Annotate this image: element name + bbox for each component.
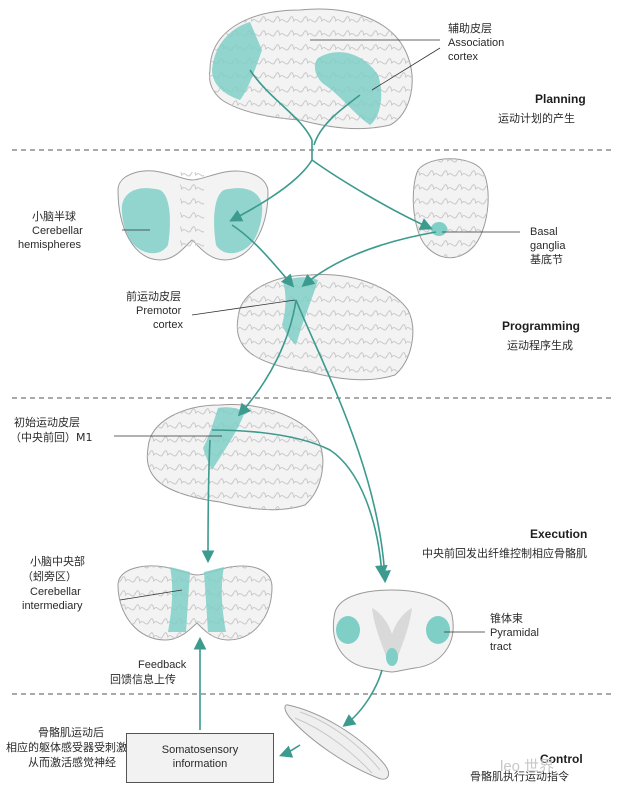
label-pyramidal-cn: 锥体束 <box>490 612 523 625</box>
label-intermediary-en2: intermediary <box>22 600 83 612</box>
label-intermediary-en1: Cerebellar <box>30 586 81 598</box>
label-m1-sub: （中央前回）M1 <box>10 431 93 444</box>
premotor-brain-icon <box>236 274 414 381</box>
label-premotor-en2: cortex <box>153 319 183 331</box>
label-skeletal-3: 从而激活感觉神经 <box>28 756 116 769</box>
stage-subtitle-planning: 运动计划的产生 <box>498 112 575 125</box>
muscle-icon <box>284 704 389 780</box>
stage-title-planning: Planning <box>535 92 586 106</box>
label-premotor-en1: Premotor <box>136 305 182 317</box>
watermark: leo 世界 <box>500 758 555 775</box>
label-feedback-cn: 回馈信息上传 <box>110 673 176 686</box>
somatosensory-line1: Somatosensory <box>161 744 239 756</box>
label-m1-cn: 初始运动皮层 <box>14 416 80 429</box>
somatosensory-box: Somatosensory information <box>126 733 274 783</box>
label-basal-en2: ganglia <box>530 240 566 252</box>
cerebellar-hemispheres-icon <box>117 170 269 261</box>
label-skeletal-1: 骨骼肌运动后 <box>38 726 104 739</box>
leader-lines <box>114 39 520 633</box>
stage-title-programming: Programming <box>502 319 581 333</box>
label-association-en2: cortex <box>448 51 478 63</box>
label-feedback-en: Feedback <box>138 659 187 671</box>
somatosensory-line2: information <box>172 758 228 770</box>
label-intermediary-sub: （蚓旁区） <box>22 570 77 583</box>
label-association-cn: 辅助皮层 <box>448 22 492 35</box>
label-cerebellar-hemispheres-en1: Cerebellar <box>32 225 83 237</box>
spinal-cord-icon <box>333 589 454 673</box>
label-pyramidal-en1: Pyramidal <box>490 627 539 639</box>
stage-title-control: Control <box>540 752 583 766</box>
label-basal-cn: 基底节 <box>530 253 563 266</box>
stage-subtitle-control: 骨骼肌执行运动指令 <box>470 770 569 783</box>
label-skeletal-2: 相应的躯体感受器受刺激 <box>6 741 127 754</box>
label-cerebellar-hemispheres-cn: 小脑半球 <box>32 210 76 223</box>
label-pyramidal-en2: tract <box>490 641 512 653</box>
basal-ganglia-icon <box>412 158 489 259</box>
m1-brain-icon <box>146 404 324 511</box>
label-cerebellar-hemispheres-en2: hemispheres <box>18 239 81 251</box>
label-basal-en1: Basal <box>530 226 558 238</box>
label-premotor-cn: 前运动皮层 <box>126 290 181 303</box>
association-brain-icon <box>209 8 413 130</box>
cerebellar-intermediary-icon <box>117 565 273 641</box>
stage-subtitle-execution: 中央前回发出纤维控制相应骨骼肌 <box>422 547 587 560</box>
stage-title-execution: Execution <box>530 527 588 541</box>
label-association-en1: Association <box>448 37 505 49</box>
pathway-lines <box>193 69 437 758</box>
label-intermediary-cn: 小脑中央部 <box>30 555 85 568</box>
stage-subtitle-programming: 运动程序生成 <box>507 339 573 352</box>
